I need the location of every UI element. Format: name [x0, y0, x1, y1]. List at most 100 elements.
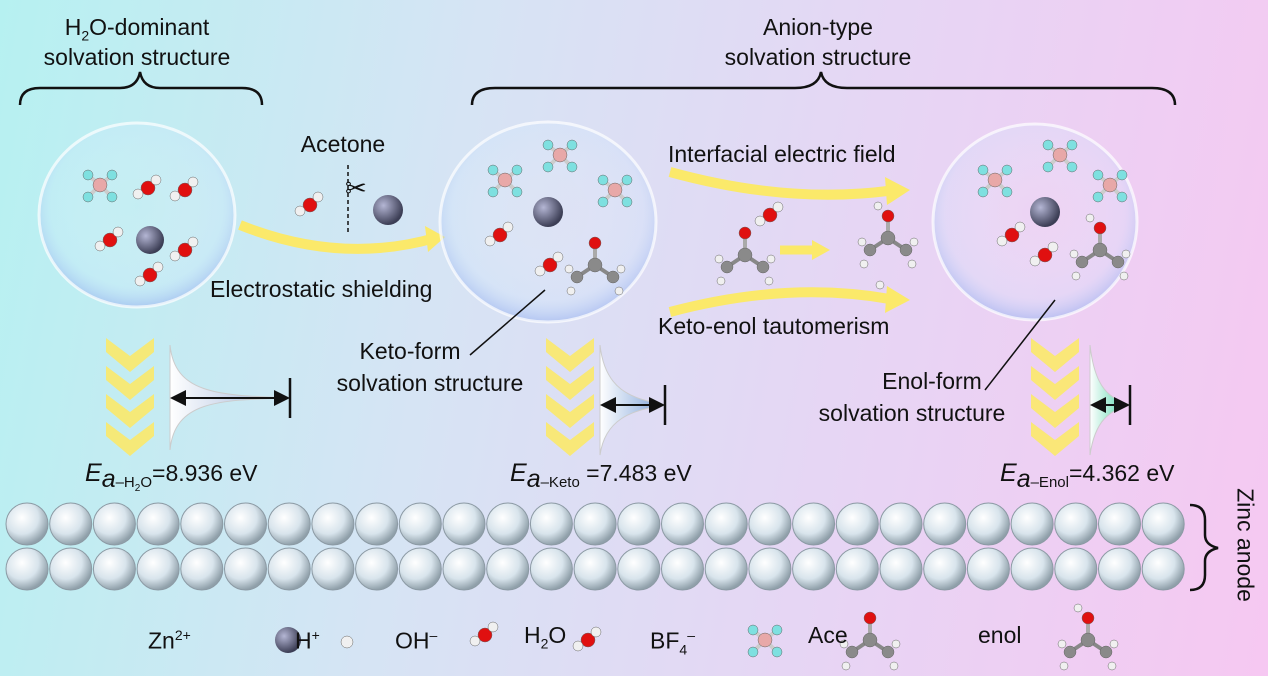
atom — [716, 276, 726, 286]
atom — [714, 254, 724, 264]
atom — [187, 176, 199, 188]
atom — [112, 226, 124, 238]
chevron-arrow-icon — [546, 338, 594, 372]
zinc-atom — [966, 502, 1010, 546]
atom — [1073, 603, 1083, 613]
atom — [152, 261, 164, 273]
legend-zn: Zn2+ — [148, 627, 191, 654]
zinc-atom — [486, 547, 530, 591]
arrow-interfacial — [668, 167, 896, 200]
atom — [1047, 241, 1059, 253]
chevron-arrow-icon — [106, 422, 154, 456]
atom — [839, 639, 849, 649]
atom — [1063, 645, 1077, 659]
atom — [863, 243, 877, 257]
atom — [566, 161, 578, 173]
zinc-atom — [267, 547, 311, 591]
atom — [542, 139, 554, 151]
atom — [187, 236, 199, 248]
legend-h2o: H2O — [524, 622, 567, 652]
label-tautomerism: Keto-enol tautomerism — [658, 313, 890, 339]
zinc-atom — [704, 547, 748, 591]
heading-anion-line1: Anion-type — [763, 14, 873, 40]
atom — [1059, 661, 1069, 671]
atom — [177, 182, 193, 198]
atom — [899, 243, 913, 257]
zn-ion-icon — [275, 627, 301, 653]
atom — [881, 645, 895, 659]
legend-oh: OH– — [395, 627, 438, 654]
zn-ion-icon — [373, 195, 403, 225]
atom — [542, 161, 554, 173]
chevron-arrow-icon — [1031, 422, 1079, 456]
atom — [764, 276, 774, 286]
zinc-atom — [792, 547, 836, 591]
atom — [1085, 213, 1095, 223]
atom — [1014, 221, 1026, 233]
zinc-atom — [355, 547, 399, 591]
atom — [747, 646, 759, 658]
zinc-atom — [1098, 547, 1141, 591]
zinc-atom — [486, 502, 530, 546]
atom — [502, 221, 514, 233]
atom — [889, 661, 899, 671]
zinc-atom — [1141, 502, 1185, 546]
atom — [1001, 164, 1013, 176]
chevron-arrow-icon — [106, 394, 154, 428]
zn-ion-icon — [533, 197, 563, 227]
atom — [1081, 611, 1095, 625]
atom — [607, 182, 623, 198]
zinc-atom — [879, 502, 923, 546]
atom — [1042, 139, 1054, 151]
zinc-atom — [748, 502, 792, 546]
zinc-atom — [398, 502, 442, 546]
chevron-arrow-icon — [546, 394, 594, 428]
heading-anion-line2: solvation structure — [724, 44, 912, 70]
atom — [566, 139, 578, 151]
atom — [738, 226, 752, 240]
atom — [1121, 249, 1131, 259]
atom — [1066, 139, 1078, 151]
zinc-atom — [136, 502, 180, 546]
atom — [754, 215, 766, 227]
atom — [881, 209, 895, 223]
atom — [1092, 191, 1104, 203]
legend-bf4: BF4– — [650, 627, 695, 658]
zn-ion-icon — [1030, 197, 1060, 227]
atom — [511, 186, 523, 198]
chevron-arrow-icon — [546, 422, 594, 456]
atom — [477, 627, 493, 643]
atom — [771, 624, 783, 636]
label-enol-line1: Enol-form — [882, 368, 982, 394]
zinc-atom — [529, 502, 573, 546]
zinc-atom — [835, 502, 879, 546]
atom — [845, 645, 859, 659]
atom — [566, 286, 576, 296]
chevron-arrow-icon — [1031, 366, 1079, 400]
legend-ace: Ace — [808, 622, 848, 648]
atom — [621, 196, 633, 208]
atom — [587, 257, 603, 273]
legend-enol: enol — [978, 622, 1022, 648]
zinc-atom — [267, 502, 311, 546]
atom — [564, 264, 574, 274]
zinc-atom — [49, 502, 93, 546]
atom — [580, 632, 596, 648]
zinc-atom — [49, 547, 93, 591]
atom — [977, 186, 989, 198]
atom — [177, 242, 193, 258]
atom — [1092, 242, 1108, 258]
atom — [102, 232, 118, 248]
atom — [747, 624, 759, 636]
zinc-atom — [835, 547, 879, 591]
zinc-atom — [617, 502, 661, 546]
atom — [572, 640, 584, 652]
atom — [1066, 161, 1078, 173]
arrow-electrostatic — [238, 220, 437, 254]
zinc-atom — [442, 502, 486, 546]
zinc-atom — [1010, 547, 1054, 591]
zinc-atom — [311, 502, 355, 546]
atom — [542, 257, 558, 273]
atom — [590, 626, 602, 638]
zinc-atom — [966, 547, 1010, 591]
